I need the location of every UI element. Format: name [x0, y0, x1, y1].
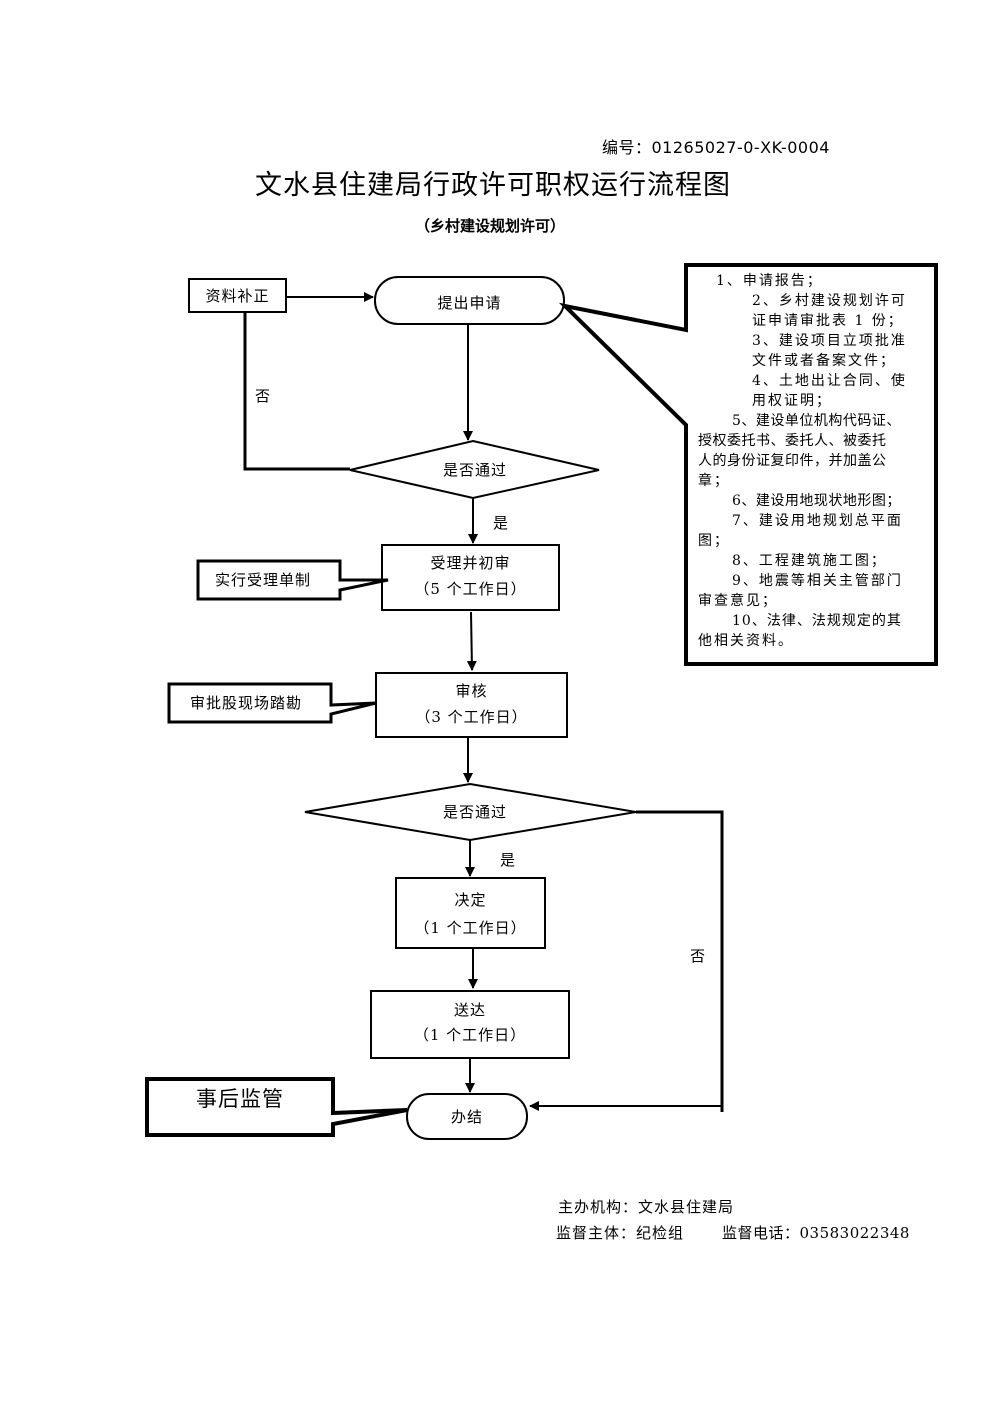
requirement-item: 10、法律、法规规定的其 [732, 613, 902, 629]
footer-organizer: 主办机构：文水县住建局 [558, 1198, 735, 1216]
requirement-item: 8、工程建筑施工图； [732, 553, 887, 569]
step2-note: 审批股现场踏勘 [189, 694, 302, 712]
requirement-item: 人的身份证复印件，并加盖公 [698, 453, 887, 469]
footer-supervisor: 监督主体：纪检组 [556, 1224, 685, 1242]
requirement-item: 授权委托书、委托人、被委托 [698, 433, 887, 449]
step3-duration: （1 个工作日） [414, 919, 527, 937]
connector-decision1-no [243, 313, 350, 471]
end-note-callout [145, 1077, 408, 1137]
requirement-item: 7、建设用地规划总平面 [732, 513, 903, 529]
end-terminal [406, 1093, 528, 1140]
document-number: 编号：01265027-0-XK-0004 [602, 138, 830, 157]
requirement-item: 9、地震等相关主管部门 [732, 573, 903, 589]
requirements-list: 1、申请报告； 2、乡村建设规划许可 证申请审批表 1 份； 3、建设项目立项批… [698, 271, 930, 651]
step4-box [370, 990, 570, 1059]
step2-title: 审核 [455, 682, 488, 700]
requirement-item: 章； [698, 473, 730, 489]
decision2-label: 是否通过 [442, 803, 507, 821]
start-terminal [374, 276, 565, 325]
decision2-no-label: 否 [690, 947, 706, 965]
requirement-item: 用权证明； [752, 393, 832, 409]
requirement-item: 3、建设项目立项批准 [752, 333, 907, 349]
step1-note-callout [196, 559, 389, 601]
end-note: 事后监管 [196, 1087, 284, 1111]
requirement-item: 6、建设用地现状地形图； [732, 493, 901, 509]
start-label: 提出申请 [437, 294, 502, 312]
arrow-step1-to-step2 [466, 611, 477, 671]
decision2-yes-label: 是 [500, 851, 516, 869]
requirements-callout [558, 263, 938, 666]
step4-title: 送达 [453, 1001, 486, 1019]
requirement-item: 5、建设单位机构代码证、 [732, 413, 901, 429]
page-title: 文水县住建局行政许可职权运行流程图 [255, 170, 731, 201]
requirement-item: 审查意见； [698, 593, 778, 609]
requirement-item: 1、申请报告； [716, 273, 823, 289]
correction-box [188, 278, 287, 313]
decision1-no-label: 否 [255, 387, 271, 405]
step1-duration: （5 个工作日） [414, 580, 527, 598]
end-label: 办结 [450, 1108, 483, 1126]
step3-title: 决定 [454, 891, 487, 909]
requirement-item: 2、乡村建设规划许可 [752, 293, 907, 309]
requirement-item: 图； [698, 533, 730, 549]
correction-label: 资料补正 [205, 287, 270, 305]
step2-note-callout [167, 682, 377, 724]
requirement-item: 文件或者备案文件； [752, 353, 896, 369]
step2-box [375, 672, 568, 738]
decision1-label: 是否通过 [442, 461, 507, 479]
requirement-item: 证申请审批表 1 份； [752, 313, 904, 329]
requirement-item: 他相关资料。 [698, 633, 794, 649]
footer-phone: 监督电话：03583022348 [722, 1224, 910, 1242]
step1-title: 受理并初审 [430, 554, 511, 572]
step1-box [381, 544, 560, 611]
decision1-yes-label: 是 [493, 514, 509, 532]
step2-duration: （3 个工作日） [415, 708, 528, 726]
requirement-item: 4、土地出让合同、使 [752, 373, 907, 389]
step4-duration: （1 个工作日） [413, 1026, 527, 1044]
connector-decision2-no [636, 810, 724, 1112]
step3-box [395, 877, 546, 949]
step1-note: 实行受理单制 [214, 571, 311, 589]
page-subtitle: （乡村建设规划许可） [414, 217, 565, 235]
